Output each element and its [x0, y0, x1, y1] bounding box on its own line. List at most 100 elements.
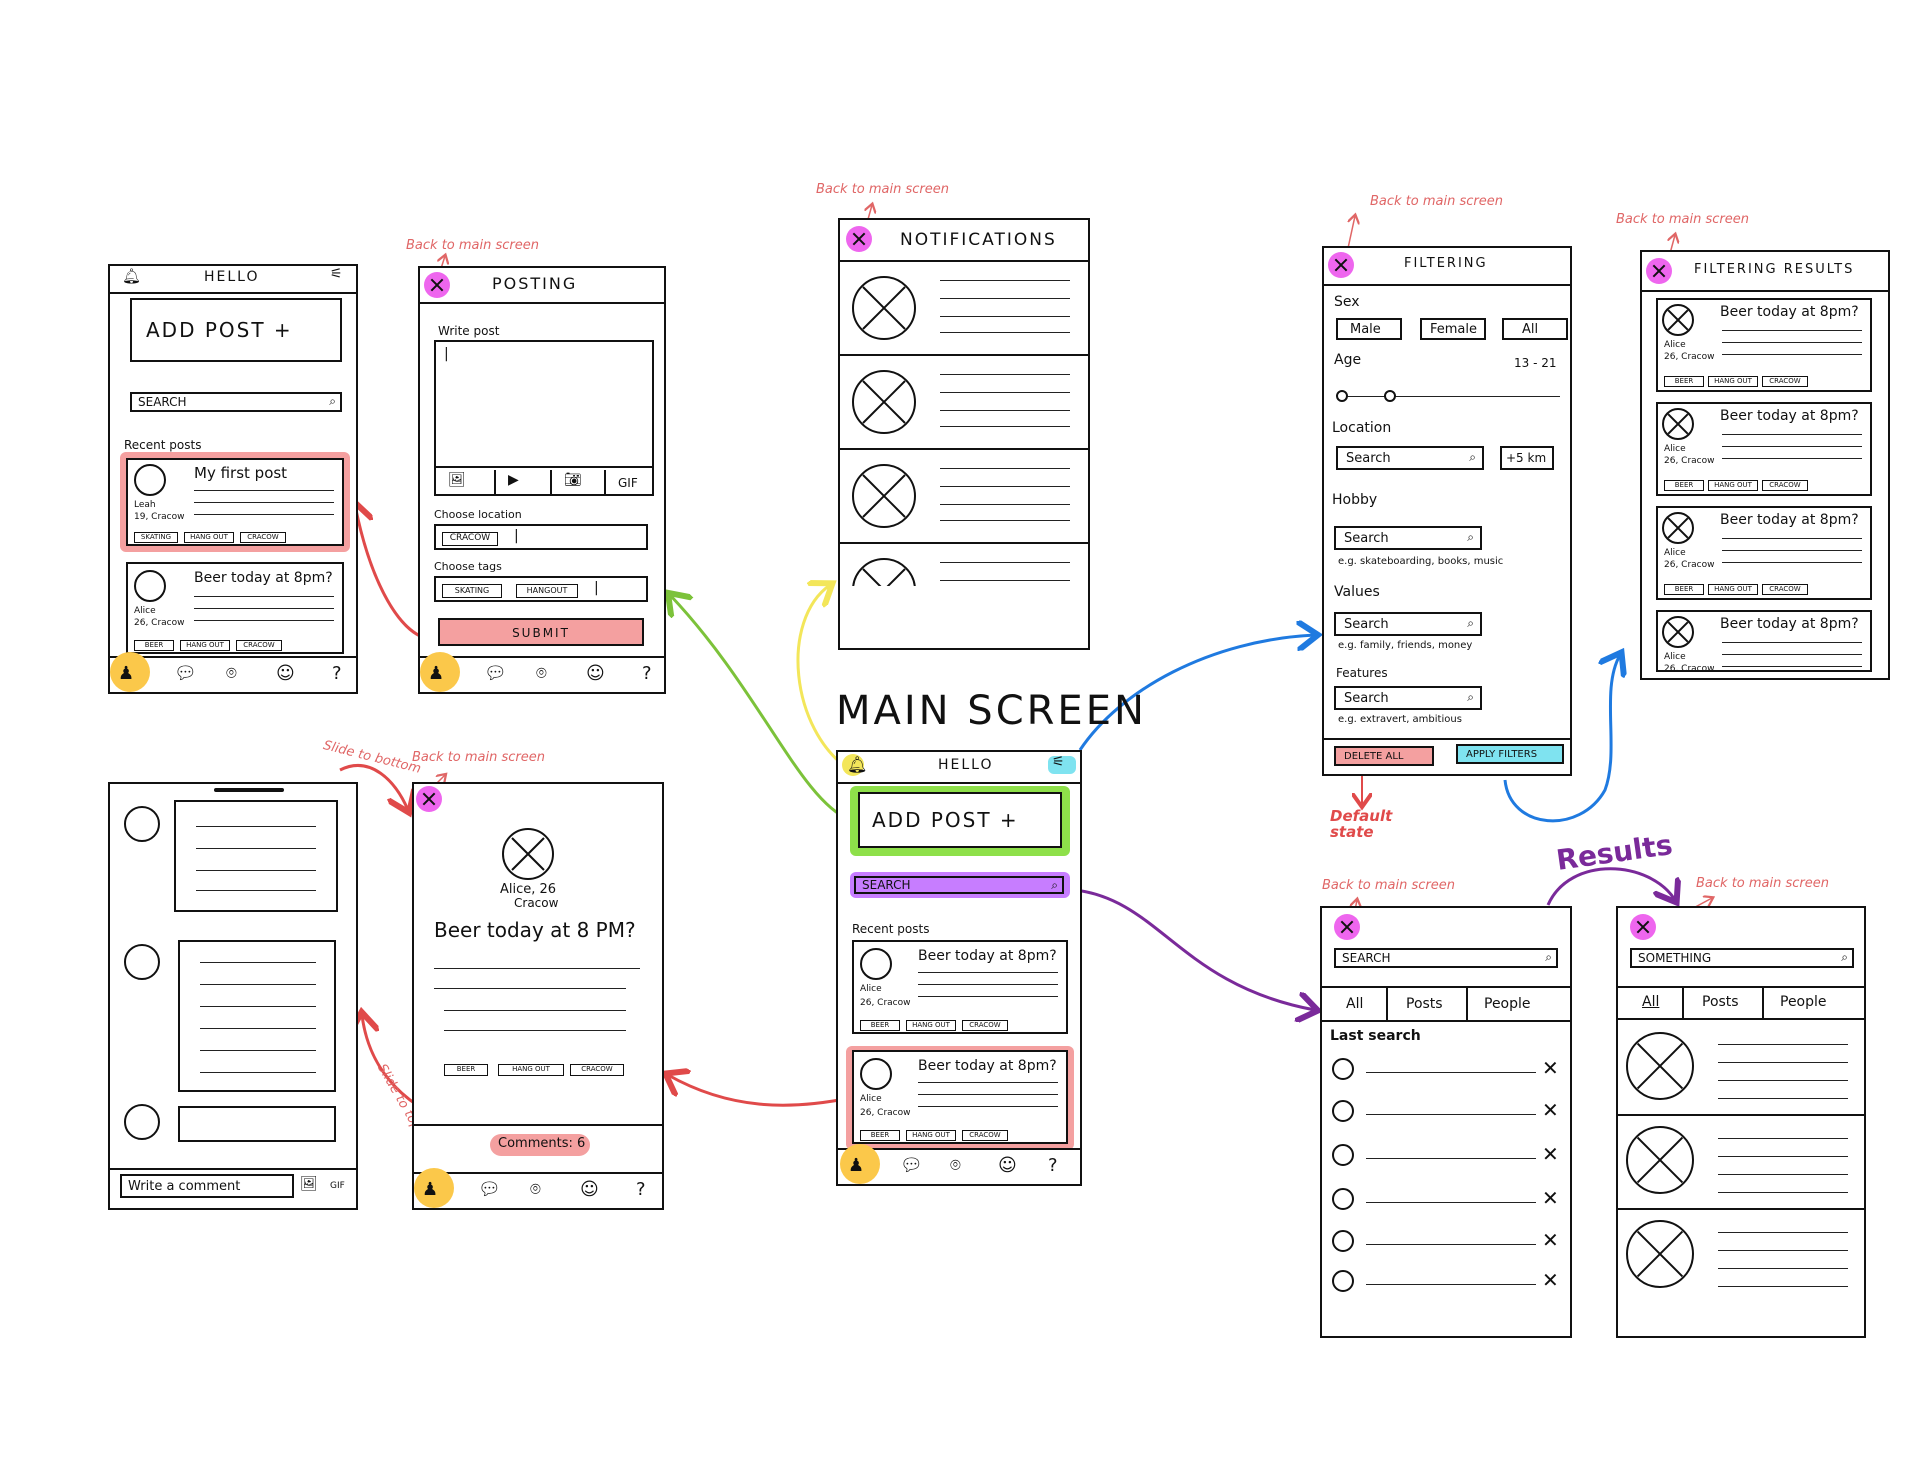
tab-all[interactable]: All: [1642, 994, 1660, 1010]
radio-button[interactable]: [1332, 1058, 1354, 1080]
tab-posts[interactable]: Posts: [1406, 996, 1443, 1012]
main-add-post-button[interactable]: ADD POST +: [858, 792, 1062, 848]
close-icon[interactable]: [1646, 258, 1672, 284]
tab-all[interactable]: All: [1346, 996, 1364, 1012]
age-slider-min-handle[interactable]: [1336, 390, 1348, 402]
profile-icon[interactable]: ☺: [586, 663, 605, 684]
search-result-item[interactable]: [1618, 1114, 1864, 1210]
age-slider-max-handle[interactable]: [1384, 390, 1396, 402]
age-slider-track[interactable]: [1338, 396, 1560, 397]
radio-button[interactable]: [1332, 1270, 1354, 1292]
notification-item[interactable]: [840, 542, 1088, 586]
gif-button[interactable]: GIF: [330, 1181, 345, 1191]
tags-input[interactable]: SKATING HANGOUT |: [434, 576, 648, 602]
remove-icon[interactable]: ✕: [1542, 1056, 1559, 1080]
chat-icon[interactable]: 💬︎: [478, 1179, 501, 1200]
radio-button[interactable]: [1332, 1100, 1354, 1122]
remove-icon[interactable]: ✕: [1542, 1228, 1559, 1252]
community-icon[interactable]: ♟: [848, 1155, 865, 1176]
location-search-input[interactable]: Search ⌕: [1336, 446, 1484, 470]
last-search-item[interactable]: ✕: [1322, 1098, 1570, 1126]
home-search-input[interactable]: SEARCH ⌕: [130, 392, 342, 412]
close-icon[interactable]: [1328, 252, 1354, 278]
last-search-item[interactable]: ✕: [1322, 1056, 1570, 1084]
last-search-item[interactable]: ✕: [1322, 1142, 1570, 1170]
chat-icon[interactable]: 💬︎: [900, 1155, 923, 1176]
close-icon[interactable]: [1334, 914, 1360, 940]
features-search-input[interactable]: Search ⌕: [1334, 686, 1482, 710]
home-add-post-button[interactable]: ADD POST +: [130, 298, 342, 362]
radius-select[interactable]: +5 km: [1500, 446, 1554, 470]
help-icon[interactable]: ?: [332, 663, 342, 684]
search-result-item[interactable]: [1618, 1208, 1864, 1338]
apply-filters-button[interactable]: APPLY FILTERS: [1456, 744, 1564, 764]
write-comment-input[interactable]: Write a comment: [120, 1174, 294, 1198]
comments-count-button[interactable]: Comments: 6: [498, 1136, 586, 1151]
notification-item[interactable]: [840, 448, 1088, 544]
location-icon[interactable]: ⌾: [530, 1179, 541, 1200]
location-icon[interactable]: ⌾: [226, 663, 237, 684]
close-icon[interactable]: [424, 272, 450, 298]
home-post-card-1[interactable]: My first post Leah 19, Cracow SKATING HA…: [126, 458, 344, 546]
remove-icon[interactable]: ✕: [1542, 1268, 1559, 1292]
profile-icon[interactable]: ☺: [580, 1179, 599, 1200]
image-icon[interactable]: 🖼︎: [300, 1176, 318, 1192]
help-icon[interactable]: ?: [636, 1179, 646, 1200]
main-post-card-2[interactable]: Beer today at 8pm? Alice 26, Cracow BEER…: [852, 1050, 1068, 1144]
community-icon[interactable]: ♟: [422, 1179, 439, 1200]
search-input[interactable]: SEARCH ⌕: [1334, 948, 1558, 968]
sex-option-all[interactable]: All: [1502, 318, 1568, 340]
notification-item[interactable]: [840, 354, 1088, 450]
main-search-input[interactable]: SEARCH ⌕: [854, 876, 1064, 894]
close-icon[interactable]: [846, 226, 872, 252]
chat-icon[interactable]: 💬︎: [484, 663, 507, 684]
sex-option-male[interactable]: Male: [1336, 318, 1402, 340]
radio-button[interactable]: [1332, 1188, 1354, 1210]
filter-icon[interactable]: ⚟: [1052, 754, 1065, 770]
profile-icon[interactable]: ☺: [998, 1155, 1017, 1176]
remove-icon[interactable]: ✕: [1542, 1142, 1559, 1166]
remove-icon[interactable]: ✕: [1542, 1186, 1559, 1210]
image-icon[interactable]: 🖼︎: [448, 472, 466, 488]
tab-posts[interactable]: Posts: [1702, 994, 1739, 1010]
community-icon[interactable]: ♟: [118, 663, 135, 684]
submit-button[interactable]: SUBMIT: [438, 618, 644, 646]
close-icon[interactable]: [416, 786, 442, 812]
gif-button[interactable]: GIF: [618, 476, 638, 490]
notification-item[interactable]: [840, 260, 1088, 356]
location-input[interactable]: CRACOW |: [434, 524, 648, 550]
remove-icon[interactable]: ✕: [1542, 1098, 1559, 1122]
camera-icon[interactable]: 📷︎: [564, 472, 582, 488]
help-icon[interactable]: ?: [1048, 1155, 1058, 1176]
bell-icon[interactable]: 🔔︎: [847, 755, 868, 774]
radio-button[interactable]: [1332, 1144, 1354, 1166]
bell-icon[interactable]: 🔔︎: [122, 267, 142, 285]
hobby-search-input[interactable]: Search ⌕: [1334, 526, 1482, 550]
home-post-card-2[interactable]: Beer today at 8pm? Alice 26, Cracow BEER…: [126, 562, 344, 654]
last-search-item[interactable]: ✕: [1322, 1268, 1570, 1296]
tab-people[interactable]: People: [1780, 994, 1827, 1010]
radio-button[interactable]: [1332, 1230, 1354, 1252]
sex-option-female[interactable]: Female: [1420, 318, 1486, 340]
main-post-card-1[interactable]: Beer today at 8pm? Alice 26, Cracow BEER…: [852, 940, 1068, 1034]
filter-icon[interactable]: ⚟: [330, 266, 343, 282]
last-search-item[interactable]: ✕: [1322, 1186, 1570, 1214]
community-icon[interactable]: ♟: [428, 663, 445, 684]
delete-all-button[interactable]: DELETE ALL: [1334, 746, 1434, 766]
location-icon[interactable]: ⌾: [950, 1155, 961, 1176]
search-query-input[interactable]: SOMETHING ⌕: [1630, 948, 1854, 968]
last-search-item[interactable]: ✕: [1322, 1228, 1570, 1256]
search-result-item[interactable]: [1618, 1020, 1864, 1116]
help-icon[interactable]: ?: [642, 663, 652, 684]
chat-icon[interactable]: 💬︎: [174, 663, 197, 684]
values-search-input[interactable]: Search ⌕: [1334, 612, 1482, 636]
video-icon[interactable]: ▶: [508, 472, 519, 488]
write-post-textarea[interactable]: | 🖼︎ ▶ 📷︎ GIF: [434, 340, 654, 496]
close-icon[interactable]: [1630, 914, 1656, 940]
profile-icon[interactable]: ☺: [276, 663, 295, 684]
drag-handle[interactable]: [214, 788, 284, 792]
